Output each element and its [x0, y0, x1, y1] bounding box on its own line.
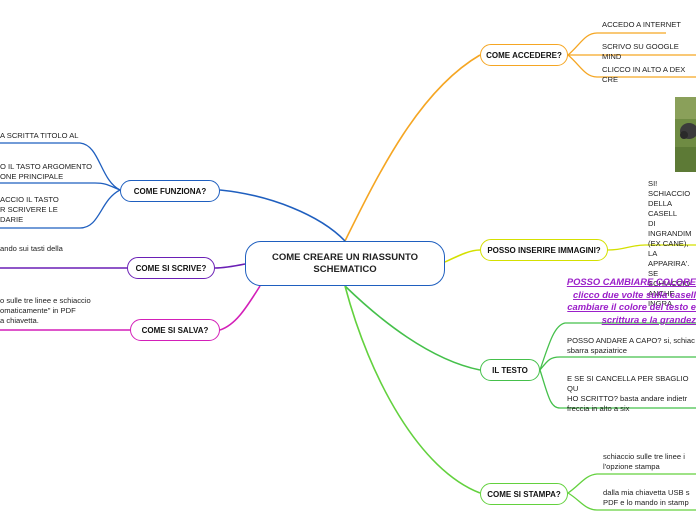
node-come-accedere[interactable]: COME ACCEDERE? — [480, 44, 568, 66]
branch-come-accedere-lines — [344, 32, 696, 242]
testo-item-1[interactable]: POSSO ANDARE A CAPO? si, schiac sbarra s… — [567, 336, 695, 355]
node-il-testo[interactable]: IL TESTO — [480, 359, 540, 381]
connector-central-stampa — [344, 285, 481, 494]
immagini-text[interactable]: SI! SCHIACCIO DELLA CASELL DI INGRANDIM … — [648, 179, 692, 308]
central-topic-title: COME CREARE UN RIASSUNTO SCHEMATICO — [271, 251, 419, 275]
connector-central-scrive — [214, 263, 246, 269]
scrive-item-1[interactable]: ando sui tasti della — [0, 244, 63, 253]
branch-immagini-lines — [444, 244, 696, 263]
connector-central-funziona — [219, 189, 346, 242]
node-come-si-stampa-label: COME SI STAMPA? — [487, 489, 561, 499]
node-immagini-label: POSSO INSERIRE IMMAGINI? — [487, 245, 601, 255]
branch-scrive-lines — [0, 263, 246, 269]
connector-funziona-item-1 — [0, 142, 121, 191]
stampa-item-1[interactable]: schiaccio sulle tre linee i l'opzione st… — [603, 452, 685, 471]
dog-photo-graphic — [675, 97, 696, 172]
node-il-testo-label: IL TESTO — [492, 365, 528, 375]
funziona-item-2[interactable]: O IL TASTO ARGOMENTO ONE PRINCIPALE — [0, 162, 92, 181]
branch-funziona-lines — [0, 142, 346, 242]
connector-central-salva — [219, 285, 261, 331]
branch-stampa-lines — [344, 285, 696, 511]
node-come-accedere-label: COME ACCEDERE? — [486, 50, 562, 60]
funziona-item-3[interactable]: ACCIO IL TASTO R SCRIVERE LE DARIE — [0, 195, 59, 224]
testo-question-text[interactable]: POSSO CAMBIARE COLORE clicco due volte s… — [566, 276, 696, 325]
connector-central-immagini — [444, 249, 481, 263]
connector-funziona-item-2 — [0, 182, 121, 191]
node-come-si-stampa[interactable]: COME SI STAMPA? — [480, 483, 568, 505]
testo-item-2[interactable]: E SE SI CANCELLA PER SBAGLIO QU HO SCRIT… — [567, 374, 689, 413]
node-come-funziona[interactable]: COME FUNZIONA? — [120, 180, 220, 202]
node-come-si-salva[interactable]: COME SI SALVA? — [130, 319, 220, 341]
connector-stampa-item-1 — [567, 473, 696, 494]
stampa-item-2[interactable]: dalla mia chiavetta USB s PDF e lo mando… — [603, 488, 690, 507]
connector-stampa-item-2 — [567, 492, 696, 511]
accedere-item-3[interactable]: CLICCO IN ALTO A DEX CRE — [602, 65, 686, 84]
connector-central-come-accedere — [344, 54, 481, 242]
node-come-si-scrive-label: COME SI SCRIVE? — [135, 263, 207, 273]
branch-salva-lines — [0, 285, 261, 331]
node-come-funziona-label: COME FUNZIONA? — [133, 186, 207, 196]
connector-accedere-item-1 — [567, 32, 666, 56]
branch-testo-lines — [344, 285, 696, 409]
accedere-item-1[interactable]: ACCEDO A INTERNET — [602, 20, 681, 29]
dog-photo-image — [675, 97, 696, 172]
connector-central-testo — [344, 285, 481, 371]
connector-testo-question — [539, 322, 696, 371]
connector-testo-item-1 — [539, 356, 696, 371]
connector-immagini-text — [607, 244, 696, 251]
connector-accedere-item-3 — [567, 54, 696, 78]
accedere-item-2[interactable]: SCRIVO SU GOOGLE MIND — [602, 42, 679, 61]
connector-funziona-item-3 — [0, 189, 121, 229]
node-posso-inserire-immagini[interactable]: POSSO INSERIRE IMMAGINI? — [480, 239, 608, 261]
node-come-si-scrive[interactable]: COME SI SCRIVE? — [127, 257, 215, 279]
central-topic[interactable]: COME CREARE UN RIASSUNTO SCHEMATICO — [245, 241, 445, 286]
node-come-si-salva-label: COME SI SALVA? — [141, 325, 209, 335]
funziona-item-1[interactable]: A SCRITTA TITOLO AL — [0, 131, 79, 140]
salva-item-1[interactable]: o sulle tre linee e schiaccio omaticamen… — [0, 296, 91, 325]
connector-testo-item-2 — [539, 369, 696, 409]
